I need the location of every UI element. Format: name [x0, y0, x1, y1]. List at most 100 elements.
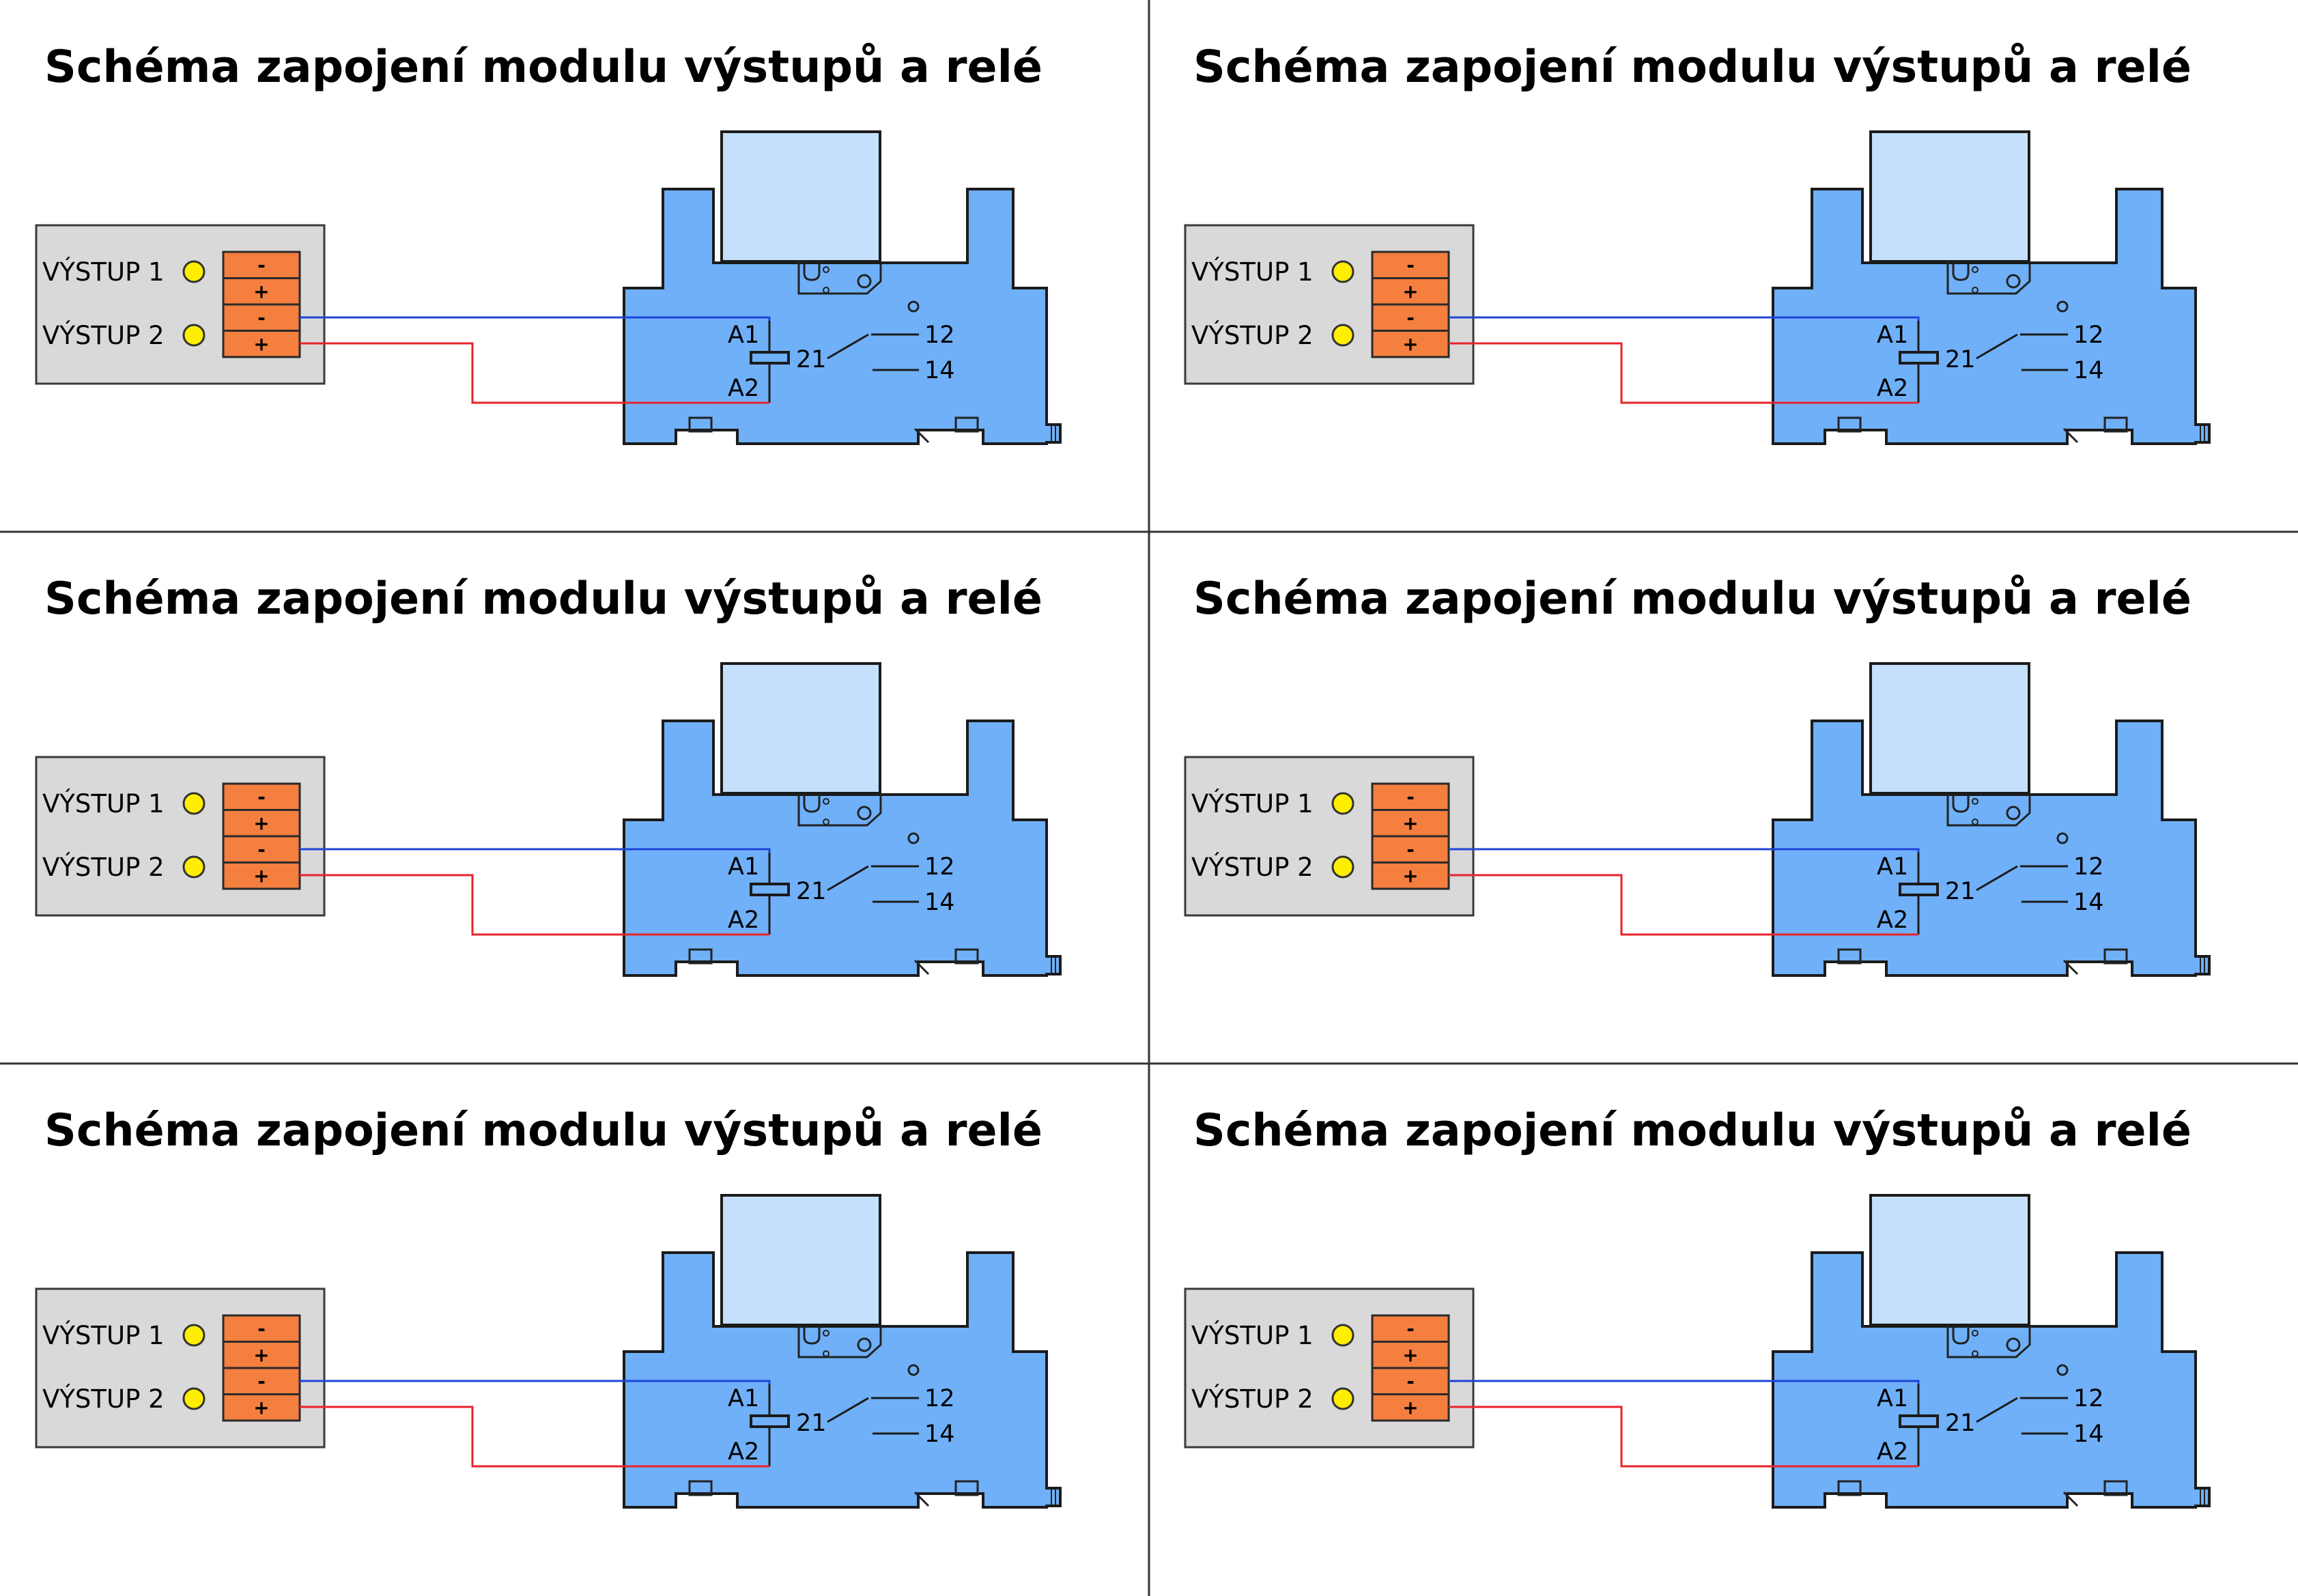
terminal — [222, 1314, 301, 1343]
din-latch — [913, 427, 930, 444]
din-slot — [1837, 1480, 1862, 1496]
pin-label-nc: 12 — [2073, 1385, 2104, 1412]
output-led-icon — [1331, 1324, 1354, 1347]
wiring-panel: Schéma zapojení modulu výstupů a reléVÝS… — [35, 1105, 1062, 1509]
terminal-polarity: - — [1406, 1370, 1415, 1393]
din-slot — [688, 1480, 713, 1496]
clip-hook-icon — [1952, 795, 1970, 813]
pin-label-common: 21 — [796, 1410, 827, 1437]
din-slot — [1837, 948, 1862, 965]
release-clip — [1946, 1325, 2031, 1358]
output-label: VÝSTUP 1 — [1191, 257, 1314, 287]
contact-arm-icon — [1976, 1397, 2018, 1423]
clip-dot-icon — [823, 1350, 829, 1357]
clip-pivot-icon — [2006, 1337, 2021, 1352]
terminal-polarity: - — [1406, 1317, 1415, 1340]
terminal — [1371, 251, 1450, 279]
clip-hook-icon — [1952, 263, 1970, 281]
pin-label-a1: A1 — [1877, 853, 1908, 881]
pin-label-a1: A1 — [728, 1385, 759, 1412]
terminal — [1371, 809, 1450, 838]
wiring-panel: Schéma zapojení modulu výstupů a reléVÝS… — [35, 42, 1062, 445]
terminal-block: -+-+ — [1371, 251, 1450, 358]
output-label: VÝSTUP 2 — [42, 320, 165, 350]
pin-label-a2: A2 — [728, 1438, 759, 1466]
relay-cover — [1869, 130, 2030, 263]
terminal — [1371, 1393, 1450, 1422]
relay-socket-body — [1772, 719, 2211, 977]
terminal-polarity: + — [253, 1397, 269, 1419]
clip-dot-icon — [1972, 1330, 1978, 1337]
wire-positive — [300, 1406, 769, 1468]
relay-socket-body — [1772, 1251, 2211, 1509]
panel-title: Schéma zapojení modulu výstupů a relé — [44, 573, 1042, 625]
pin-label-a2: A2 — [1877, 1438, 1908, 1466]
clip-dot-icon — [1972, 1350, 1978, 1357]
wire-positive — [1449, 874, 1918, 936]
screw-hole-icon — [907, 1364, 920, 1376]
terminal-polarity: - — [1406, 838, 1415, 861]
contact-arm-icon — [1976, 333, 2018, 360]
clip-pivot-icon — [2006, 274, 2021, 289]
relay-socket-body — [623, 719, 1062, 977]
wire-negative — [300, 316, 771, 321]
terminal-polarity: + — [253, 281, 269, 303]
relay-socket-body — [623, 1251, 1062, 1509]
clip-hook-icon — [803, 263, 821, 281]
output-label: VÝSTUP 2 — [1191, 1384, 1314, 1414]
wire-positive — [1449, 1406, 1918, 1468]
pin-label-a2: A2 — [1877, 907, 1908, 934]
terminal-polarity: - — [257, 838, 266, 861]
terminal — [222, 1393, 301, 1422]
terminal-block: -+-+ — [222, 782, 301, 890]
terminal — [1371, 1314, 1450, 1343]
contact-arm-icon — [827, 865, 869, 892]
din-latch — [2062, 427, 2079, 444]
wire-negative — [300, 1380, 771, 1384]
output-led-icon — [1331, 1387, 1354, 1410]
terminal-polarity: + — [1402, 1344, 1418, 1367]
pin-label-nc: 12 — [2073, 322, 2104, 349]
terminal-polarity: - — [1406, 307, 1415, 329]
output-led-icon — [1331, 855, 1354, 879]
output-label: VÝSTUP 1 — [42, 788, 165, 818]
contact-arm-icon — [827, 333, 869, 360]
terminal — [1371, 782, 1450, 811]
terminal-polarity: - — [257, 1317, 266, 1340]
pin-label-common: 21 — [1945, 346, 1976, 373]
pin-label-a1: A1 — [728, 322, 759, 349]
screw-hole-icon — [2056, 832, 2069, 844]
pin-label-no: 14 — [924, 1421, 955, 1448]
relay-socket-body — [623, 188, 1062, 445]
contact-arm-icon — [827, 1397, 869, 1423]
clip-dot-icon — [1972, 818, 1978, 825]
output-label: VÝSTUP 1 — [1191, 1320, 1314, 1350]
terminal — [222, 277, 301, 306]
wire-positive — [1449, 342, 1918, 404]
terminal-polarity: - — [1406, 254, 1415, 276]
panel-title: Schéma zapojení modulu výstupů a relé — [1193, 42, 2191, 93]
terminal-polarity: - — [257, 307, 266, 329]
output-label: VÝSTUP 2 — [42, 1384, 165, 1414]
clip-dot-icon — [1972, 798, 1978, 805]
din-latch — [2062, 1491, 2079, 1507]
terminal-polarity: + — [253, 812, 269, 835]
din-slot — [2103, 1480, 2128, 1496]
panels: Schéma zapojení modulu výstupů a reléVÝS… — [35, 42, 2211, 1509]
contact-arm-icon — [1976, 865, 2018, 892]
pin-label-common: 21 — [1945, 878, 1976, 905]
terminal-polarity: - — [257, 786, 266, 808]
pin-label-a1: A1 — [1877, 322, 1908, 349]
terminal-block: -+-+ — [222, 1314, 301, 1422]
pin-label-no: 14 — [2073, 357, 2104, 384]
